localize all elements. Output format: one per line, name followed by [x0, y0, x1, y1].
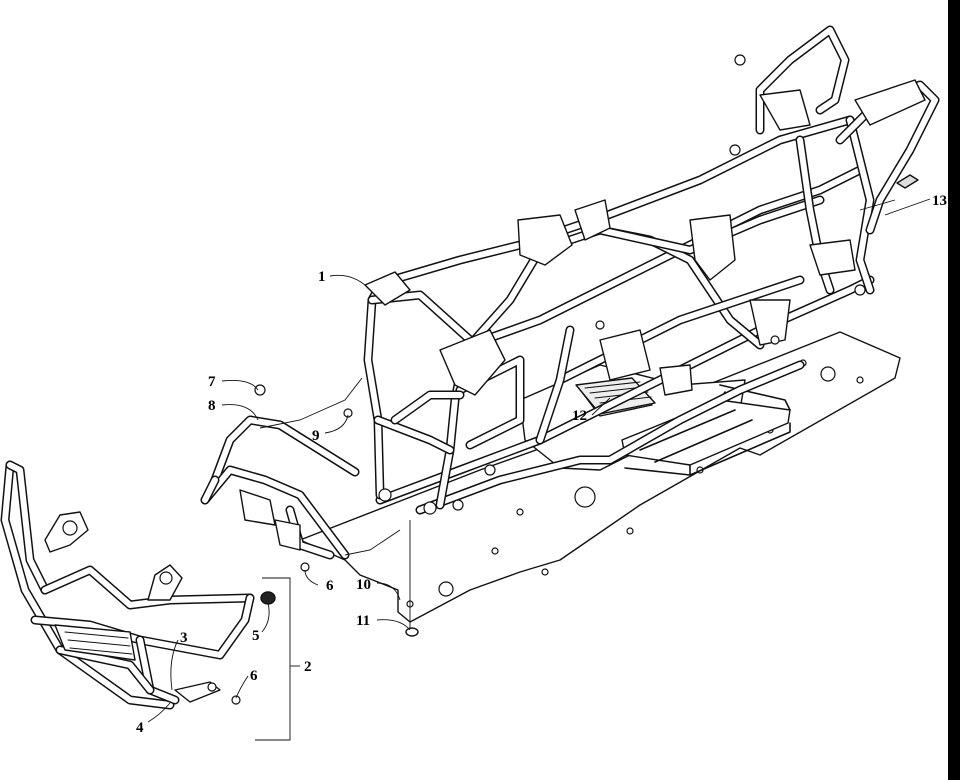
callout-8: 8	[208, 398, 216, 414]
callout-9: 9	[312, 428, 320, 444]
callout-2: 2	[304, 659, 312, 675]
main-frame	[363, 25, 940, 515]
callout-3: 3	[180, 630, 188, 646]
callout-6-upper: 6	[326, 578, 334, 594]
callout-1: 1	[318, 269, 326, 285]
callout-5: 5	[252, 628, 260, 644]
callout-10: 10	[356, 577, 371, 593]
front-bracket	[200, 415, 360, 560]
callout-6-lower: 6	[250, 668, 258, 684]
front-bumper	[0, 460, 276, 710]
callout-labels: 1 2 3 4 5 6 6 7 8 9 10 11 12 13	[136, 193, 947, 736]
leader-lines	[147, 198, 931, 741]
callout-13: 13	[932, 193, 947, 209]
callout-7: 7	[208, 374, 216, 390]
callout-11: 11	[356, 613, 370, 629]
edge-bar	[948, 0, 960, 780]
callout-12: 12	[572, 408, 587, 424]
hardware	[231, 174, 919, 705]
callout-4: 4	[136, 720, 144, 736]
